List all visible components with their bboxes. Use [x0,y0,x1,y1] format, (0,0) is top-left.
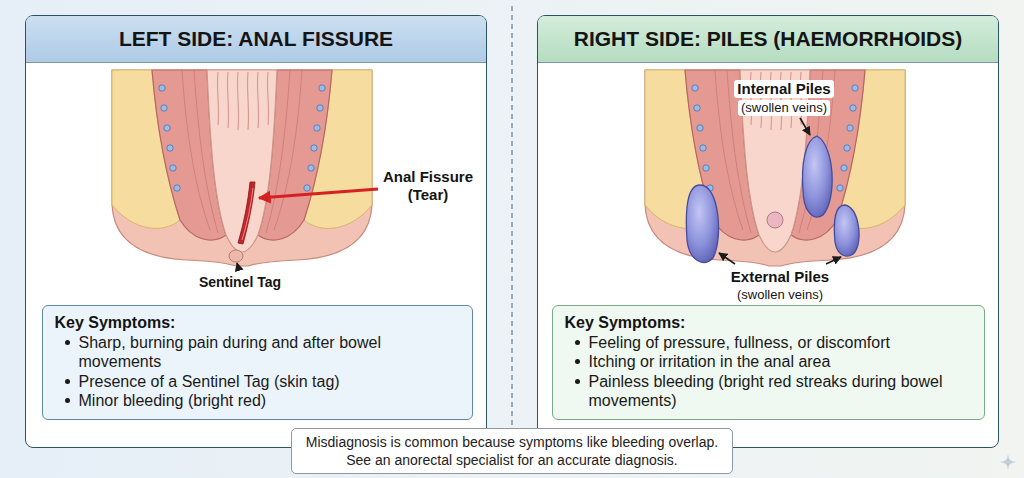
symptom-box: Key Symptoms:Sharp, burning pain during … [42,305,473,420]
bullet-item: Painless bleeding (bright red streaks du… [565,372,972,411]
bullet-dot [65,379,70,384]
fissure-illustration [229,182,255,262]
fissure-highlight [242,188,253,240]
panel-header-band: LEFT SIDE: ANAL FISSURE [26,16,486,63]
note-line: Misdiagnosis is common because symptoms … [306,433,718,451]
callout-label: (Tear) [405,186,452,204]
callout-label: Anal Fissure [380,168,476,186]
panel-ground [25,15,487,448]
sentinel-tag [229,250,243,262]
external-pile [834,205,859,256]
symptom-box: Key Symptoms:Feeling of pressure, fullne… [552,305,985,420]
bullet-dot [575,379,580,384]
dashed-divider [511,6,513,430]
bullet-dot [575,359,580,364]
pointer-arrow [826,257,841,264]
note-box: Misdiagnosis is common because symptoms … [291,428,733,474]
callout-label: Internal Piles [734,80,833,98]
bullet-item: Itching or irritation in the anal area [565,352,972,372]
callout-label: (swollen veins) [738,100,830,116]
fissure-tear [238,182,255,244]
pointer-arrow [800,118,810,135]
list-heading: Key Symptoms: [565,313,972,333]
bullet-dot [65,398,70,403]
label-holder: (swollen veins) [738,98,830,116]
pointer-arrow [237,263,239,270]
callout-label: (swollen veins) [734,287,826,303]
label-holder: (swollen veins) [734,285,826,303]
piles-illustration [686,136,859,262]
internal-pile [803,136,833,217]
label-holder: Sentinel Tag [196,273,284,291]
comparison-panel: LEFT SIDE: ANAL FISSURE Key Symptoms:Shar… [25,15,487,448]
sparkle-watermark [1000,454,1016,470]
label-holder: Anal Fissure [380,168,476,186]
panel-header-band: RIGHT SIDE: PILES (HAEMORRHOIDS) [538,16,998,63]
note-line: See an anorectal specialist for an accur… [306,451,718,469]
panel-heading: RIGHT SIDE: PILES (HAEMORRHOIDS) [574,27,963,51]
bullet-item: Presence of a Sentinel Tag (skin tag) [55,372,460,392]
pointer-arrow [259,189,378,198]
panel-heading: LEFT SIDE: ANAL FISSURE [119,27,393,51]
bullet-dot [575,340,580,345]
callout-label: Sentinel Tag [196,274,284,291]
panel-ground [537,15,999,448]
anal-canal-illustration [645,70,905,266]
small-pile [767,212,783,228]
callout-label: External Piles [728,268,832,286]
label-holder: Internal Piles [734,80,833,98]
bullet-item: Minor bleeding (bright red) [55,391,460,411]
external-pile [686,185,718,262]
bullet-item: Sharp, burning pain during and after bow… [55,333,460,372]
label-holder: (Tear) [405,186,452,204]
pointer-arrow [719,253,735,264]
anal-canal-illustration [112,70,372,266]
list-heading: Key Symptoms: [55,313,460,333]
bullet-item: Feeling of pressure, fullness, or discom… [565,333,972,353]
bullet-dot [65,340,70,345]
label-holder: External Piles [728,268,832,286]
